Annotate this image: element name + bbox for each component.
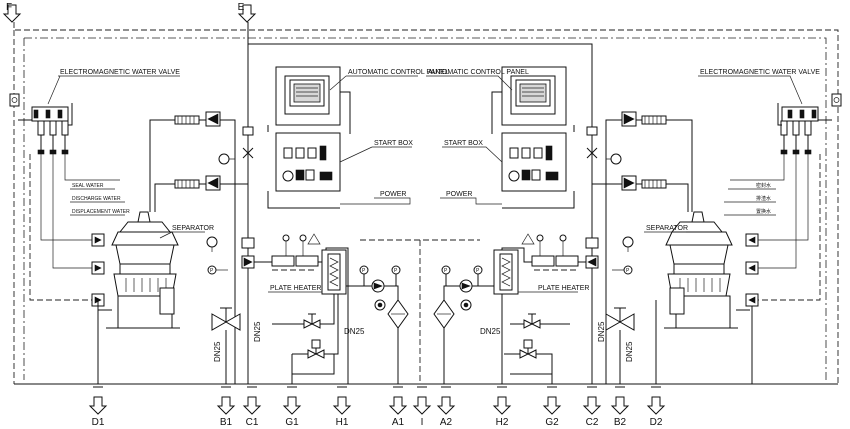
outlet-label-A2: A2 xyxy=(440,417,453,428)
left-start-box xyxy=(275,132,341,192)
right-valve-bank xyxy=(777,103,832,155)
svg-text:P: P xyxy=(210,268,214,274)
left-dn-label-2: DN25 xyxy=(253,321,262,342)
outlet-label-I: I xyxy=(421,417,424,428)
left-separator-inlets xyxy=(91,233,105,307)
right-lower-flowmeter xyxy=(641,179,667,189)
outlet-H2: H2 xyxy=(492,383,512,428)
right-steam-valves xyxy=(504,313,570,384)
right-upper-flowmeter xyxy=(641,115,667,125)
svg-text:P: P xyxy=(476,268,480,274)
right-water-displacement: 置换水 xyxy=(756,208,771,215)
right-separator-inlets xyxy=(745,233,759,307)
left-drain-valve-B1 xyxy=(211,307,241,331)
left-heater-label: PLATE HEATER xyxy=(270,285,321,292)
left-dn-label-1: DN25 xyxy=(213,341,222,362)
outlet-G1: G1 xyxy=(282,383,302,428)
outlet-C1: C1 xyxy=(242,383,262,428)
inlet-E-label: E xyxy=(238,2,245,13)
left-center-rotameter xyxy=(271,233,321,267)
right-start-box xyxy=(501,132,567,192)
left-start-box-label: START BOX xyxy=(374,140,413,147)
right-strainer xyxy=(831,93,842,107)
outlet-C2: C2 xyxy=(582,383,602,428)
outlet-label-G2: G2 xyxy=(545,417,559,428)
svg-text:P: P xyxy=(444,268,448,274)
outlet-A2: A2 xyxy=(436,383,456,428)
right-control-panel xyxy=(501,66,567,126)
svg-text:P: P xyxy=(626,268,630,274)
right-pressure-gauges: P xyxy=(606,153,634,275)
left-plate-heater xyxy=(321,249,347,295)
right-start-box-label: START BOX xyxy=(444,140,483,147)
right-dn-label-2: DN25 xyxy=(625,341,634,362)
outlet-D1: D1 xyxy=(88,383,108,428)
right-valve-label: ELECTROMAGNETIC WATER VALVE xyxy=(700,69,820,76)
left-valve-label: ELECTROMAGNETIC WATER VALVE xyxy=(60,69,180,76)
left-water-displacement: DISPLACEMENT WATER xyxy=(72,209,130,215)
left-separator-label: SEPARATOR xyxy=(172,225,214,232)
left-power-label: POWER xyxy=(380,191,406,198)
left-three-way-valve xyxy=(241,126,270,269)
left-water-discharge: DISCHARGE WATER xyxy=(72,196,121,202)
right-heater-label: PLATE HEATER xyxy=(538,285,589,292)
center-dn-label-2: DN25 xyxy=(480,327,501,336)
outlet-B2: B2 xyxy=(610,383,630,428)
right-separator xyxy=(655,211,753,384)
left-lower-flowmeter xyxy=(174,179,200,189)
right-control-panel-label: AUTOMATIC CONTROL PANEL xyxy=(428,69,529,76)
left-strainer-F xyxy=(9,93,20,107)
left-steam-valves xyxy=(272,294,339,384)
outlet-label-A1: A1 xyxy=(392,417,405,428)
outlet-label-B1: B1 xyxy=(220,417,233,428)
right-three-way-valve xyxy=(585,126,599,269)
left-water-seal: SEAL WATER xyxy=(72,183,104,189)
right-drain-valve-B2 xyxy=(605,307,635,384)
right-water-discharge: 排渣水 xyxy=(756,195,771,202)
outlet-B1: B1 xyxy=(216,383,236,428)
center-dn-label-1: DN25 xyxy=(344,327,365,336)
left-control-panel-label: AUTOMATIC CONTROL PANEL xyxy=(348,69,449,76)
outlet-label-D1: D1 xyxy=(92,417,105,428)
outlet-label-C1: C1 xyxy=(246,417,259,428)
right-center-rotameter xyxy=(521,233,579,267)
svg-text:P: P xyxy=(394,268,398,274)
right-pump-assembly: P P xyxy=(433,265,483,329)
outlet-label-D2: D2 xyxy=(650,417,663,428)
outlet-I: I xyxy=(412,383,432,428)
outlet-H1: H1 xyxy=(332,383,352,428)
outlet-G2: G2 xyxy=(542,383,562,428)
left-p-gauge: P xyxy=(207,265,217,275)
left-control-panel xyxy=(275,66,341,126)
left-pressure-gauge-1 xyxy=(206,153,235,252)
left-upper-flowmeter xyxy=(174,115,200,125)
inlet-F: F xyxy=(2,2,22,23)
left-separator xyxy=(97,211,180,384)
outlet-label-H2: H2 xyxy=(496,417,509,428)
outlet-A1: A1 xyxy=(388,383,408,428)
right-water-seal: 密封水 xyxy=(756,182,771,189)
outlets-group: D1 B1 C1 G1 H1 A1 I A2 H2 G2 C2 B2 D2 xyxy=(88,383,666,428)
outlet-D2: D2 xyxy=(646,383,666,428)
outlet-label-G1: G1 xyxy=(285,417,299,428)
right-plate-heater xyxy=(493,249,519,295)
left-valve-bank xyxy=(18,103,73,155)
inlet-F-label: F xyxy=(6,2,12,13)
outlet-label-B2: B2 xyxy=(614,417,627,428)
main-dashed-loop xyxy=(13,22,839,384)
outlet-label-H1: H1 xyxy=(336,417,349,428)
svg-text:P: P xyxy=(362,268,366,274)
right-dn-label-1: DN25 xyxy=(597,321,606,342)
right-power-label: POWER xyxy=(446,191,472,198)
outlet-label-C2: C2 xyxy=(586,417,599,428)
left-pump-assembly: P P xyxy=(359,265,409,329)
inlet-E: E xyxy=(238,2,257,23)
right-separator-label: SEPARATOR xyxy=(646,225,688,232)
